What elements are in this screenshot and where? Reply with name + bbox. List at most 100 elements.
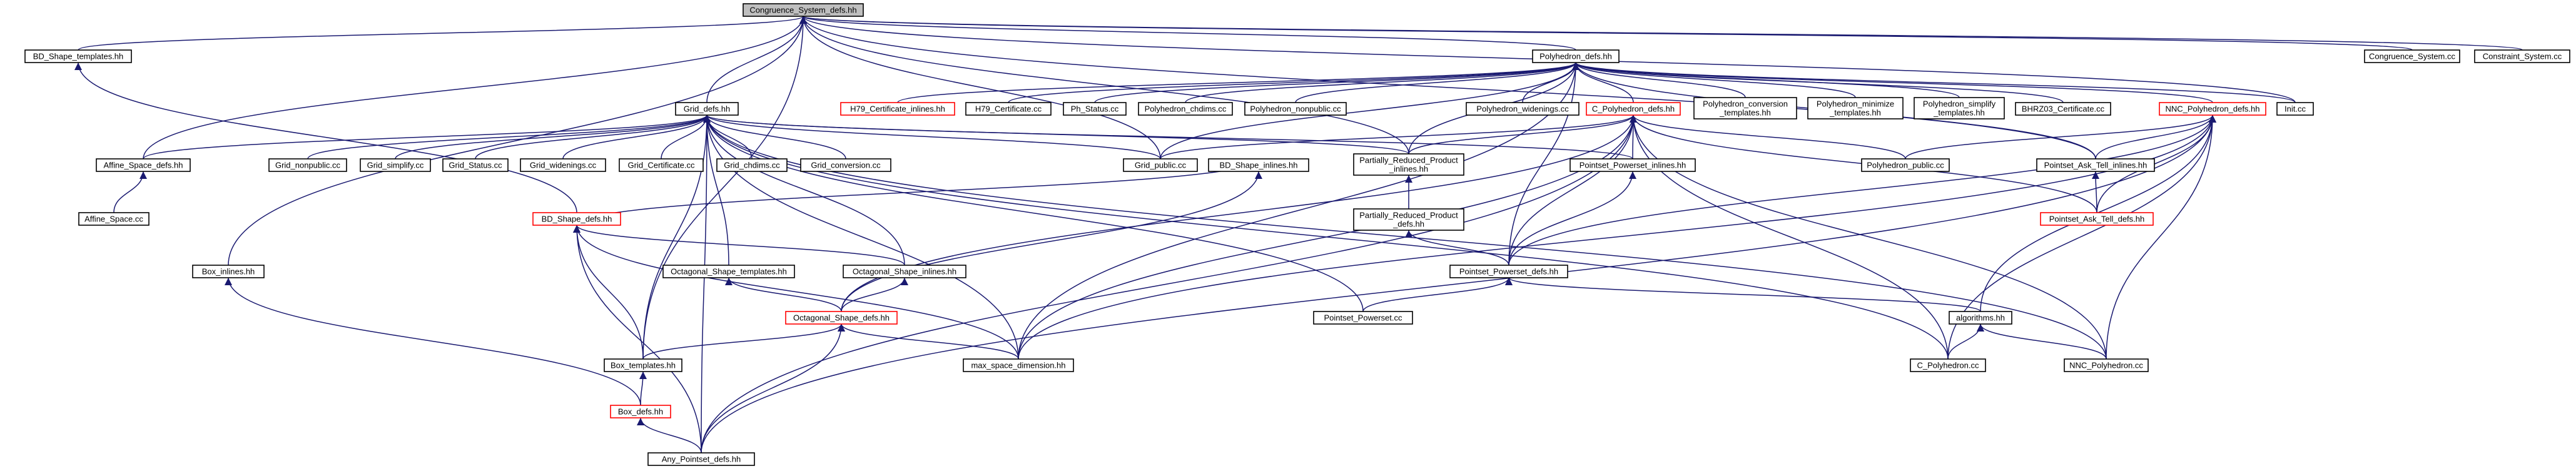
node-label: C_Polyhedron_defs.hh <box>1592 104 1675 114</box>
node-box <box>1244 102 1347 116</box>
dependency-edge <box>113 171 147 213</box>
file-node-polyhedron-public-cc[interactable]: Polyhedron_public.cc <box>1861 158 1950 172</box>
file-node-octagonal-shape-templates[interactable]: Octagonal_Shape_templates.hh <box>662 265 795 278</box>
dependency-edge <box>1094 62 1580 103</box>
dependency-edge <box>1508 62 1580 266</box>
file-node-pointset-powerset-defs[interactable]: Pointset_Powerset_defs.hh <box>1449 265 1568 278</box>
dependency-edge <box>573 225 702 453</box>
node-label: Polyhedron_minimize <box>1817 99 1894 109</box>
dependency-edge <box>838 323 1019 360</box>
file-node-h79-certificate-inlines[interactable]: H79_Certificate_inlines.hh <box>840 102 955 116</box>
file-node-partially-reduced-product-defs[interactable]: Partially_Reduced_Product_defs.hh <box>1353 208 1464 231</box>
dependency-edge <box>1947 323 1984 360</box>
node-box <box>1063 102 1127 116</box>
dependency-edge <box>642 16 807 360</box>
dependency-edge <box>703 114 1161 160</box>
file-node-constraint-system-cc[interactable]: Constraint_System.cc <box>2474 49 2570 63</box>
file-node-nnc-polyhedron-cc[interactable]: NNC_Polyhedron.cc <box>2064 358 2149 372</box>
file-node-pointset-ask-tell-defs[interactable]: Pointset_Ask_Tell_defs.hh <box>2040 212 2154 226</box>
node-box <box>2015 102 2111 116</box>
file-node-polyhedron-defs[interactable]: Polyhedron_defs.hh <box>1532 49 1620 63</box>
node-box <box>268 158 347 172</box>
dependency-edge <box>703 114 729 266</box>
node-box <box>442 158 509 172</box>
node-label: BD_Shape_templates.hh <box>33 52 124 61</box>
file-node-bhrz03-certificate-cc[interactable]: BHRZ03_Certificate.cc <box>2015 102 2111 116</box>
file-node-grid-status-cc[interactable]: Grid_Status.cc <box>442 158 509 172</box>
file-node-grid-simplify-cc[interactable]: Grid_simplify.cc <box>360 158 431 172</box>
node-box <box>2364 49 2460 63</box>
file-node-grid-defs[interactable]: Grid_defs.hh <box>675 102 739 116</box>
file-node-polyhedron-minimize-templates[interactable]: Polyhedron_minimize_templates.hh <box>1807 97 1904 119</box>
node-box <box>965 102 1052 116</box>
dependency-edge <box>74 62 577 213</box>
dependency-edge <box>1008 62 1580 103</box>
file-node-pointset-ask-tell-inlines[interactable]: Pointset_Ask_Tell_inlines.hh <box>2036 158 2155 172</box>
file-node-congruence-system-cc[interactable]: Congruence_System.cc <box>2364 49 2460 63</box>
dependency-edge <box>841 114 1637 312</box>
file-node-grid-public-cc[interactable]: Grid_public.cc <box>1123 158 1198 172</box>
file-node-grid-chdims-cc[interactable]: Grid_chdims.cc <box>716 158 788 172</box>
dependency-edge <box>1572 62 2213 103</box>
node-label: Pointset_Powerset.cc <box>1324 313 1402 323</box>
node-box <box>1466 102 1580 116</box>
node-label: Grid_nonpublic.cc <box>275 161 341 170</box>
file-node-max-space-dimension[interactable]: max_space_dimension.hh <box>963 358 1074 372</box>
file-node-nnc-polyhedron-defs[interactable]: NNC_Polyhedron_defs.hh <box>2159 102 2266 116</box>
dependency-edge <box>573 225 644 360</box>
node-label: Polyhedron_chdims.cc <box>1145 104 1227 114</box>
file-node-pointset-powerset-cc[interactable]: Pointset_Powerset.cc <box>1313 311 1413 325</box>
dependency-edge <box>475 114 711 160</box>
file-node-pointset-powerset-inlines[interactable]: Pointset_Powerset_inlines.hh <box>1569 158 1696 172</box>
node-box <box>2159 102 2266 116</box>
node-label: algorithms.hh <box>1956 313 2005 323</box>
file-node-congruence-system-defs[interactable]: Congruence_System_defs.hh <box>743 3 864 17</box>
file-node-polyhedron-simplify-templates[interactable]: Polyhedron_simplify_templates.hh <box>1914 97 2005 119</box>
file-node-box-defs[interactable]: Box_defs.hh <box>610 405 671 418</box>
file-node-polyhedron-widenings-cc[interactable]: Polyhedron_widenings.cc <box>1466 102 1580 116</box>
file-node-box-inlines[interactable]: Box_inlines.hh <box>192 265 265 278</box>
file-node-init-cc[interactable]: Init.cc <box>2276 102 2314 116</box>
file-node-bd-shape-defs[interactable]: BD_Shape_defs.hh <box>532 212 621 226</box>
file-node-grid-certificate-cc[interactable]: Grid_Certificate.cc <box>619 158 704 172</box>
node-label: Polyhedron_defs.hh <box>1539 52 1612 61</box>
node-label: Octagonal_Shape_inlines.hh <box>853 267 956 276</box>
file-node-algorithms[interactable]: algorithms.hh <box>1949 311 2012 325</box>
node-box <box>662 265 795 278</box>
file-node-partially-reduced-product-inlines[interactable]: Partially_Reduced_Product_inlines.hh <box>1353 153 1464 176</box>
node-label: Any_Pointset_defs.hh <box>662 455 741 464</box>
file-node-octagonal-shape-inlines[interactable]: Octagonal_Shape_inlines.hh <box>843 265 966 278</box>
file-node-affine-space-cc[interactable]: Affine_Space.cc <box>78 212 150 226</box>
node-label: NNC_Polyhedron_defs.hh <box>2165 104 2259 114</box>
file-node-box-templates[interactable]: Box_templates.hh <box>604 358 682 372</box>
file-node-bd-shape-templates[interactable]: BD_Shape_templates.hh <box>24 49 132 63</box>
dependency-edge <box>799 16 1409 154</box>
dependency-edge <box>1508 171 1636 266</box>
dependency-edge <box>642 323 845 360</box>
file-node-grid-nonpublic-cc[interactable]: Grid_nonpublic.cc <box>268 158 347 172</box>
file-node-c-polyhedron-cc[interactable]: C_Polyhedron.cc <box>1910 358 1986 372</box>
file-node-ph-status-cc[interactable]: Ph_Status.cc <box>1063 102 1127 116</box>
file-node-c-polyhedron-defs[interactable]: C_Polyhedron_defs.hh <box>1586 102 1681 116</box>
node-label: Grid_conversion.cc <box>811 161 881 170</box>
node-box <box>360 158 431 172</box>
file-node-polyhedron-nonpublic-cc[interactable]: Polyhedron_nonpublic.cc <box>1244 102 1347 116</box>
node-box <box>963 358 1074 372</box>
dependency-edge <box>1572 62 1746 98</box>
file-node-h79-certificate-cc[interactable]: H79_Certificate.cc <box>965 102 1052 116</box>
dependency-edge <box>1408 114 1637 154</box>
file-node-octagonal-shape-defs[interactable]: Octagonal_Shape_defs.hh <box>785 311 898 325</box>
file-node-grid-conversion-cc[interactable]: Grid_conversion.cc <box>800 158 891 172</box>
dependency-edge <box>1905 114 2216 160</box>
file-node-polyhedron-conversion-templates[interactable]: Polyhedron_conversion_templates.hh <box>1693 97 1797 119</box>
file-node-bd-shape-inlines[interactable]: BD_Shape_inlines.hh <box>1208 158 1309 172</box>
node-label: _inlines.hh <box>1389 165 1428 174</box>
file-node-any-pointset-defs[interactable]: Any_Pointset_defs.hh <box>647 452 755 466</box>
file-node-grid-widenings-cc[interactable]: Grid_widenings.cc <box>520 158 606 172</box>
dependency-edge <box>573 225 905 266</box>
file-node-affine-space-defs[interactable]: Affine_Space_defs.hh <box>96 158 191 172</box>
dependency-edge <box>2095 114 2216 160</box>
node-label: Congruence_System.cc <box>2369 52 2456 61</box>
file-node-polyhedron-chdims-cc[interactable]: Polyhedron_chdims.cc <box>1138 102 1233 116</box>
